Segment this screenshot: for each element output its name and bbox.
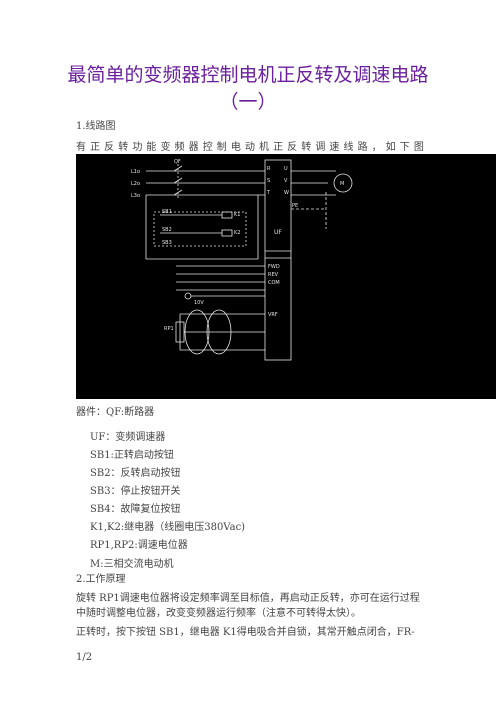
label-k1: K1 bbox=[234, 212, 240, 218]
document-title: 最简单的变频器控制电机正反转及调速电路（一） bbox=[67, 64, 429, 113]
label-qf: QF bbox=[174, 159, 181, 165]
cable-shield-1 bbox=[184, 309, 210, 355]
paragraph-1: 旋转 RP1调速电位器将设定频率调至目标值，再启动正反转，亦可在运行过程中随时调… bbox=[76, 593, 420, 619]
label-l1: L1o bbox=[131, 169, 140, 175]
page-number: 1/2 bbox=[76, 652, 93, 663]
label-pe: PE bbox=[292, 203, 298, 209]
label-10v: 10V bbox=[194, 300, 204, 306]
intro-char: 速 bbox=[329, 142, 340, 153]
label-s: S bbox=[267, 178, 270, 184]
intro-char: 正 bbox=[273, 142, 284, 153]
label-vrf: VRF bbox=[268, 312, 278, 318]
circuit-diagram: QF L1o L2o L3o R S T U V W M PE UF SB1 S… bbox=[76, 154, 496, 399]
component-item: RP1,RP2:调速电位器 bbox=[90, 540, 188, 551]
relay-k1-coil bbox=[221, 211, 233, 219]
component-item: SB2：反转启动按钮 bbox=[90, 468, 181, 479]
label-sb1: SB1 bbox=[162, 209, 172, 215]
motor-symbol bbox=[333, 173, 353, 193]
label-l2: L2o bbox=[131, 181, 140, 187]
label-rev: REV bbox=[268, 272, 279, 278]
label-u: U bbox=[284, 166, 288, 172]
label-k2: K2 bbox=[234, 230, 240, 236]
label-com: COM bbox=[268, 280, 280, 286]
label-uf: UF bbox=[274, 229, 282, 236]
intro-char: 转 bbox=[301, 142, 312, 153]
intro-char: 调 bbox=[315, 142, 326, 153]
intro-char: 制 bbox=[216, 142, 227, 153]
label-l3: L3o bbox=[131, 193, 140, 199]
cable-shield-2 bbox=[206, 309, 232, 355]
inverter-box bbox=[264, 159, 292, 361]
relay-k2-coil bbox=[221, 229, 233, 237]
intro-char: 控 bbox=[202, 142, 213, 153]
intro-char: ， bbox=[371, 142, 382, 153]
intro-char: 电 bbox=[230, 142, 241, 153]
component-item: SB4：故障复位按钮 bbox=[90, 504, 181, 515]
label-t: T bbox=[266, 190, 271, 196]
intro-char: 频 bbox=[174, 142, 185, 153]
intro-char: 器 bbox=[188, 142, 199, 153]
label-sb3: SB3 bbox=[162, 240, 172, 246]
component-item: SB3：停止按钮开关 bbox=[90, 486, 181, 497]
intro-char: 下 bbox=[399, 142, 410, 153]
component-item: M:三相交流电动机 bbox=[90, 559, 174, 570]
intro-char: 线 bbox=[343, 142, 354, 153]
intro-char: 如 bbox=[385, 142, 396, 153]
relay-area bbox=[153, 211, 247, 247]
intro-char: 机 bbox=[259, 142, 270, 153]
section-heading-diagram: 1.线路图 bbox=[76, 121, 116, 132]
indicator-lamp bbox=[184, 292, 192, 300]
label-sb2: SB2 bbox=[162, 227, 172, 233]
intro-char: 动 bbox=[244, 142, 255, 153]
paragraph-2: 正转时，按下按钮 SB1，继电器 K1得电吸合并自锁，其常开触点闭合，FR- bbox=[76, 627, 415, 638]
component-item: UF：变频调速器 bbox=[90, 432, 166, 443]
component-item: SB1:正转启动按钮 bbox=[90, 450, 174, 461]
component-item: K1,K2:继电器（线圈电压380Vac) bbox=[90, 522, 246, 533]
label-w: W bbox=[284, 190, 289, 196]
section-heading-principle: 2.工作原理 bbox=[76, 574, 126, 585]
intro-text: 有正反转功能变频器控制电动机正反转调速线路，如下图 bbox=[76, 138, 424, 153]
label-m: M bbox=[340, 181, 344, 187]
label-r: R bbox=[267, 166, 271, 172]
intro-char: 反 bbox=[104, 142, 115, 153]
intro-char: 转 bbox=[118, 142, 129, 153]
intro-char: 路 bbox=[357, 142, 368, 153]
intro-char: 功 bbox=[132, 142, 143, 153]
intro-char: 有 bbox=[76, 142, 86, 153]
intro-char: 图 bbox=[413, 142, 424, 153]
intro-char: 能 bbox=[146, 142, 157, 153]
components-header: 器件：QF:断路器 bbox=[76, 407, 155, 418]
label-fwd: FWD bbox=[268, 264, 280, 270]
circuit-diagram-svg: QF L1o L2o L3o R S T U V W M PE UF SB1 S… bbox=[131, 159, 353, 361]
label-rp1: RP1 bbox=[164, 326, 174, 332]
label-v: V bbox=[284, 178, 288, 184]
intro-char: 变 bbox=[160, 142, 171, 153]
intro-char: 正 bbox=[90, 142, 101, 153]
intro-char: 反 bbox=[287, 142, 298, 153]
